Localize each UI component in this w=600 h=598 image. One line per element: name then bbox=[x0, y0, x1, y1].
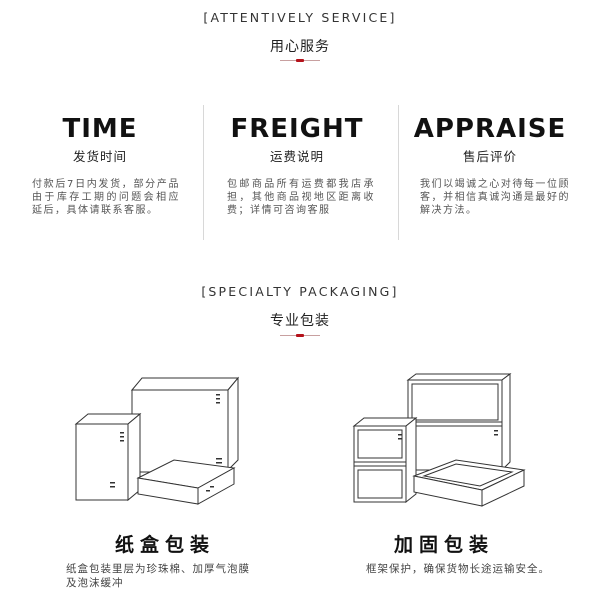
freight-description: 包邮商品所有运费都我店承担，其他商品视地区距离收费；详情可咨询客服 bbox=[227, 179, 375, 216]
reinforced-pack-desc-line1: 框架保护，确保货物长途运输安全。 bbox=[366, 563, 550, 575]
service-column-appraise: APPRAISE 售后评价 我们以竭诚之心对待每一位顾客，并相信真诚沟通是最好的… bbox=[390, 112, 590, 216]
carton-pack-title: 纸盒包装 bbox=[115, 534, 216, 556]
appraise-subtitle: 售后评价 bbox=[462, 149, 517, 164]
service-subheading: 用心服务 bbox=[270, 39, 330, 55]
carton-pack-desc-line1: 纸盒包装里层为珍珠棉、加厚气泡膜 bbox=[66, 563, 250, 575]
service-rule-accent bbox=[296, 59, 304, 62]
packaging-rule-accent bbox=[296, 334, 304, 337]
reinforced-pack-title: 加固包装 bbox=[394, 534, 495, 556]
time-subtitle: 发货时间 bbox=[72, 149, 127, 164]
appraise-description: 我们以竭诚之心对待每一位顾客，并相信真诚沟通是最好的解决方法。 bbox=[420, 179, 570, 216]
reinforced-crate-illustration bbox=[352, 373, 526, 507]
freight-subtitle: 运费说明 bbox=[269, 149, 324, 164]
service-column-time: TIME 发货时间 付款后7日内发货，部分产品由于库存工期的问题会相应延后，具体… bbox=[0, 112, 200, 216]
packaging-heading: [SPECIALTY PACKAGING] bbox=[201, 284, 399, 299]
freight-title: FREIGHT bbox=[230, 114, 364, 144]
packaging-subheading: 专业包装 bbox=[270, 313, 330, 329]
appraise-title: APPRAISE bbox=[413, 114, 567, 144]
service-heading: [ATTENTIVELY SERVICE] bbox=[203, 10, 397, 25]
column-divider-1 bbox=[203, 105, 204, 240]
time-title: TIME bbox=[62, 114, 138, 144]
reinforced-pack-description: 框架保护，确保货物长途运输安全。 bbox=[366, 562, 566, 576]
carton-pack-desc-line2: 及泡沫缓冲 bbox=[66, 577, 124, 589]
time-description: 付款后7日内发货，部分产品由于库存工期的问题会相应延后，具体请联系客服。 bbox=[32, 179, 180, 216]
column-divider-2 bbox=[398, 105, 399, 240]
carton-pack-description: 纸盒包装里层为珍珠棉、加厚气泡膜 及泡沫缓冲 bbox=[66, 562, 306, 590]
carton-box-illustration bbox=[74, 376, 240, 505]
service-column-freight: FREIGHT 运费说明 包邮商品所有运费都我店承担，其他商品视地区距离收费；详… bbox=[197, 112, 397, 216]
